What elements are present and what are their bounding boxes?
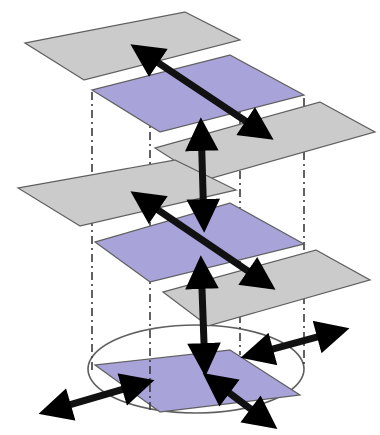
arrow-middle-to-base — [201, 262, 205, 370]
middle-cluster — [18, 160, 370, 326]
arrow-top-to-middle — [201, 124, 204, 226]
